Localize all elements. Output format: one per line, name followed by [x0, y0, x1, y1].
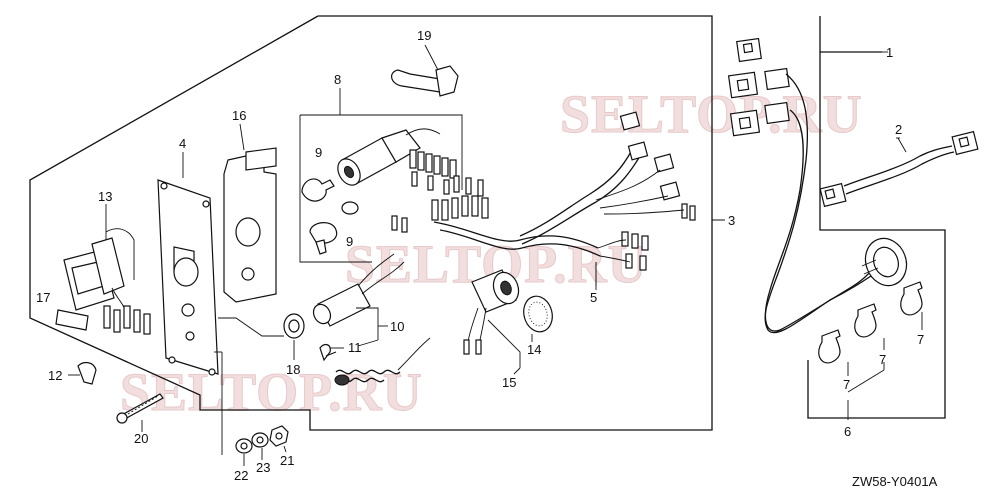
main-harness-3-connectors: [619, 111, 696, 221]
callout-8: 8: [334, 72, 341, 87]
callout-9a: 9: [315, 145, 322, 160]
callout-23: 23: [256, 460, 270, 475]
callout-15: 15: [502, 375, 516, 390]
grommet-18: [218, 313, 305, 360]
bracket-16: [223, 123, 277, 303]
panel-plate-4: [157, 152, 219, 376]
callout-9b: 9: [346, 234, 353, 249]
screw-20: [116, 393, 164, 432]
wire-clamps-7: [818, 281, 923, 420]
callout-7c: 7: [843, 377, 850, 392]
callout-13: 13: [98, 189, 112, 204]
callout-21: 21: [280, 453, 294, 468]
callout-2: 2: [895, 122, 902, 137]
diagram-code: ZW58-Y0401A: [852, 474, 938, 489]
watermark: SELTOP.RU: [560, 84, 863, 144]
key-9-top: [301, 178, 335, 202]
callout-7b: 7: [879, 352, 886, 367]
switch-15: [463, 269, 521, 368]
key-switch-8: [299, 88, 463, 263]
callout-1: 1: [886, 45, 893, 60]
key-switch-connectors: [409, 149, 457, 195]
fastener-leaders: [243, 445, 287, 466]
callout-11: 11: [348, 340, 362, 355]
callout-22: 22: [234, 468, 248, 483]
callout-20: 20: [134, 431, 148, 446]
buzzer-10: [312, 215, 408, 340]
extension-harness-1: [727, 37, 908, 334]
short-harness-2: [819, 130, 979, 208]
leader-lines: [357, 51, 900, 375]
cap-14: [523, 295, 553, 342]
callout-17: 17: [36, 290, 50, 305]
lanyard-11: [319, 337, 431, 386]
callout-18: 18: [286, 362, 300, 377]
callout-6: 6: [844, 424, 851, 439]
assembly-frame: [29, 15, 946, 431]
fasteners-21-22-23: [214, 351, 289, 455]
callout-14: 14: [527, 342, 541, 357]
callout-4: 4: [179, 136, 186, 151]
callout-3: 3: [728, 213, 735, 228]
main-harness-3: [519, 111, 725, 245]
callout-19: 19: [417, 28, 431, 43]
callouts: 1 2 3 4 5 6 7 7 7 8 9 9 10 11 12 13 14 1…: [36, 28, 924, 483]
cable-strap-19: [391, 44, 459, 97]
callout-16: 16: [232, 108, 246, 123]
switch-13-terminals: [103, 305, 151, 335]
callout-10: 10: [390, 319, 404, 334]
switch-13: [55, 204, 151, 335]
callout-12: 12: [48, 368, 62, 383]
clip-12: [68, 361, 97, 385]
extension-harness-1-connectors: [727, 37, 790, 137]
callout-7a: 7: [917, 332, 924, 347]
watermark: SELTOP.RU: [120, 362, 423, 422]
callout-5: 5: [590, 290, 597, 305]
